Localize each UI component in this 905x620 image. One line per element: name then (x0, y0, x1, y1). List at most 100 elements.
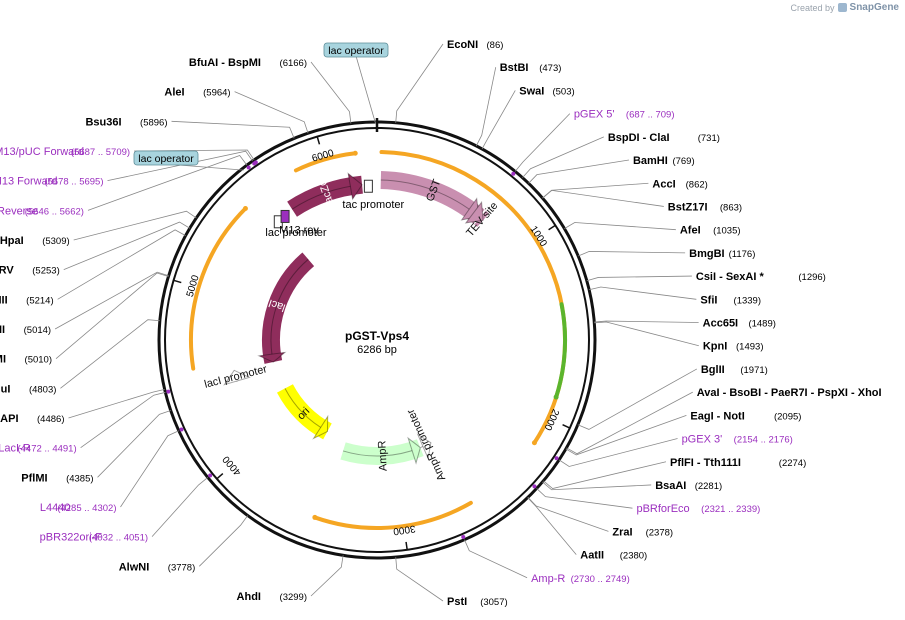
primer-mark-m13rev_primer (246, 165, 251, 170)
plasmid-name: pGST-Vps4 (345, 329, 409, 343)
site-pos-mlui: (4803) (29, 384, 56, 395)
site-leader-bfuai (310, 61, 352, 124)
site-leader-sfii (589, 286, 697, 300)
site-sfii[interactable]: SfiI(1339) (589, 286, 761, 306)
site-bamhi[interactable]: BamHI(769) (528, 155, 695, 184)
site-pspomi[interactable]: PspOMI (5010) (0, 272, 169, 366)
site-bstapi[interactable]: BstAPI(4486) (0, 388, 165, 425)
site-pos-pspomi: (5010) (25, 355, 52, 366)
site-leader-alwni (198, 515, 249, 567)
site-econi[interactable]: EcoNI(86) (395, 39, 504, 123)
site-bstbi[interactable]: BstBI(473) (475, 62, 561, 147)
site-avai[interactable]: AvaI - BsoBI - PaeR7I - PspXI - XhoI(208… (566, 387, 905, 455)
site-m13fwd[interactable]: M13 Forward(5678 .. 5695) (0, 150, 257, 188)
operator-lac_operator_left[interactable]: lac operator (133, 150, 244, 171)
site-pos-eagi: (2095) (774, 411, 801, 422)
site-name-ampr_primer: Amp-R (531, 573, 565, 585)
site-pos-pbrforeco: (2321 .. 2339) (701, 504, 760, 515)
site-pflmi[interactable]: PflMI(4385) (21, 410, 171, 485)
site-bspdi[interactable]: BspDI - ClaI(731) (522, 132, 720, 178)
site-name-hpai: HpaI (0, 235, 24, 247)
site-bfuai[interactable]: BfuAI - BspMI(6166) (189, 57, 352, 124)
site-leader-bmgbi (578, 251, 686, 257)
site-pbrforeco[interactable]: pBRforEco (2321 .. 2339) (532, 484, 760, 515)
site-pgex5[interactable]: pGEX 5'(687 .. 709) (511, 109, 675, 176)
site-bsu36i[interactable]: Bsu36I(5896) (85, 116, 295, 139)
site-pos-swai: (503) (552, 86, 574, 97)
site-bmgbi[interactable]: BmgBI(1176) (578, 248, 755, 260)
site-name-bsaai: BsaAI (655, 480, 686, 492)
site-pos-bglii: (1971) (740, 365, 767, 376)
site-ecorv[interactable]: EcoRV(5253) (0, 221, 191, 277)
site-bstz17i[interactable]: BstZ17I(863) (542, 189, 743, 213)
feature-laci[interactable] (262, 252, 315, 364)
site-psti[interactable]: PstI(3057) (395, 557, 508, 608)
site-name-alwni: AlwNI (119, 561, 150, 573)
site-leader-m13fwd (107, 150, 253, 182)
site-laci_r[interactable]: LacI-R(4472 .. 4491) (0, 389, 171, 455)
operator-lac_operator_top[interactable]: lac operator (323, 42, 389, 125)
site-bsaai[interactable]: BsaAI(2281) (542, 480, 722, 492)
site-name-bspdi: BspDI - ClaI (608, 132, 670, 144)
tick-label-6000: 6000 (311, 148, 336, 165)
site-labels[interactable]: EcoNI(86)BstBI(473)SwaI(503)pGEX 5'(687 … (0, 39, 905, 608)
site-pos-l4440: (4285 .. 4302) (57, 503, 116, 514)
site-pos-acci: (862) (686, 179, 708, 190)
site-mlui[interactable]: MluI (4803) (0, 319, 160, 396)
primer-mark-m13fwd (252, 161, 257, 166)
site-pbr322ori[interactable]: pBR322ori-F(4032 .. 4051) (40, 473, 213, 544)
orf-orf_lac (293, 151, 358, 173)
site-zrai[interactable]: ZraI(2378) (527, 497, 673, 538)
feature-label-laci_promoter: lacI promoter (203, 363, 268, 391)
orf-tracks (189, 150, 567, 530)
site-name-pbrforeco: pBRforEco (636, 503, 689, 515)
site-afei[interactable]: AfeI(1035) (564, 222, 741, 237)
site-pgex3[interactable]: pGEX 3'(2154 .. 2176) (554, 434, 793, 467)
orf-end-orf_laci (242, 206, 248, 212)
site-kpni[interactable]: KpnI(1493) (594, 321, 763, 353)
site-csii[interactable]: CsiI - SexAI *(1296) (586, 271, 826, 283)
site-leader-pflmi (97, 410, 171, 478)
site-name-pspomi: PspOMI (0, 354, 6, 366)
operator-box-lac_operator_left (133, 150, 199, 166)
site-name-bsu36i: Bsu36I (85, 116, 121, 128)
site-pos-m13fwd: (5678 .. 5695) (44, 177, 103, 188)
operator-label-lac_operator_left: lac operator (138, 153, 194, 165)
site-eagi[interactable]: EagI - NotI(2095) (565, 410, 802, 456)
site-pos-csii: (1296) (798, 272, 825, 283)
feature-tac_promoter[interactable] (363, 179, 373, 193)
site-alwni[interactable]: AlwNI(3778) (119, 515, 249, 574)
site-bglii[interactable]: BglII(1971) (577, 364, 768, 430)
operator-label-lac_operator_top: lac operator (328, 45, 384, 57)
tick-label-2000: 2000 (541, 407, 560, 432)
site-pos-pflfi: (2274) (779, 458, 806, 469)
site-name-mlui: MluI (0, 383, 10, 395)
site-leader-acc65i (594, 320, 699, 323)
site-aatii[interactable]: AatII(2380) (527, 497, 648, 562)
site-leader-bstbi (475, 67, 497, 147)
feature-m13_rev_feature[interactable] (280, 209, 290, 223)
site-name-pflfi: PflFI - Tth111I (670, 457, 741, 469)
site-acc65i[interactable]: Acc65I(1489) (594, 318, 776, 330)
site-m13rev_primer[interactable]: M13 Reverse(5646 .. 5662) (0, 155, 251, 217)
site-pflfi[interactable]: PflFI - Tth111I (2274) (543, 457, 806, 489)
site-ampr_primer[interactable]: Amp-R(2730 .. 2749) (461, 534, 630, 585)
site-pos-bfuai: (6166) (280, 58, 307, 69)
site-acci[interactable]: AccI(862) (542, 178, 708, 199)
site-pos-m13rev_primer: (5646 .. 5662) (25, 206, 84, 217)
site-l4440[interactable]: L4440(4285 .. 4302) (40, 427, 184, 514)
operator-labels[interactable]: lac operator lac operator (133, 42, 389, 171)
site-ahdi[interactable]: AhdI(3299) (237, 555, 344, 603)
site-pos-acc65i: (1489) (748, 319, 775, 330)
site-hpai[interactable]: HpaI(5309) (0, 210, 197, 247)
site-leader-pspomi (55, 272, 169, 359)
primer-mark-pbr322ori (208, 473, 213, 478)
tick-label-3000: 3000 (392, 523, 416, 537)
site-m13puc[interactable]: M13/pUC Forward(5687 .. 5709) (0, 146, 258, 165)
site-pos-pgex3: (2154 .. 2176) (734, 435, 793, 446)
site-apai[interactable]: ApaI - BanII(5014) (0, 271, 169, 336)
site-bsshii[interactable]: BssHII(5214) (0, 229, 186, 306)
site-swai[interactable]: SwaI(503) (481, 85, 575, 150)
site-alei[interactable]: AleI(5964) (164, 87, 309, 134)
